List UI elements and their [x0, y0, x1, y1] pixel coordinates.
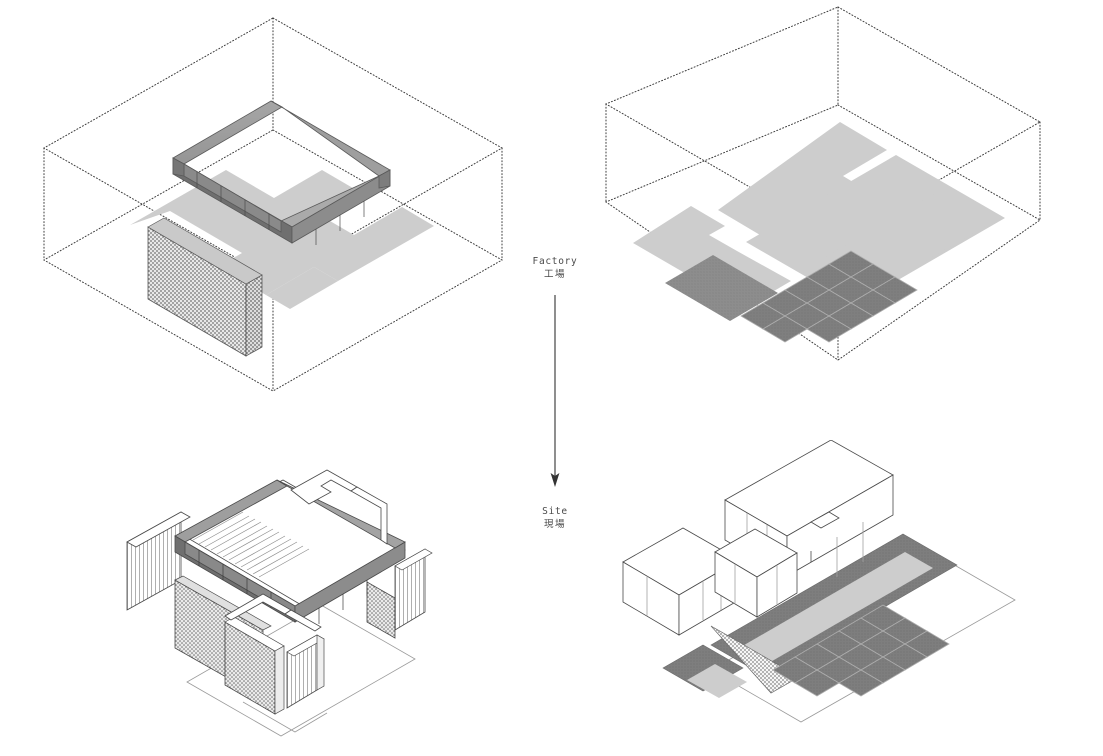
ribbed-cladding-panel-front: [286, 634, 325, 709]
factory-label-en: Factory: [532, 256, 578, 267]
dark-paving-tile-grid: [740, 250, 918, 343]
ribbed-cladding-panel-right: [394, 548, 433, 631]
panel-top-right: [604, 6, 1042, 361]
grey-ring-beam: [174, 479, 406, 624]
stippled-concrete-wall-right: [366, 581, 396, 639]
site-label-en: Site: [542, 506, 568, 517]
dark-entry-pad: [662, 644, 747, 698]
stippled-wall-panel: [147, 217, 263, 357]
site-label: Site 現場: [542, 505, 568, 531]
panel-bottom-right: [622, 440, 1016, 723]
downward-arrow-icon: [550, 295, 560, 487]
panel-bottom-left: [126, 469, 433, 737]
panel-top-left: [42, 17, 504, 392]
site-outline: [186, 604, 416, 737]
stippled-concrete-wall-centre: [224, 616, 285, 715]
flow-arrow: [547, 295, 563, 493]
wireframe-volumes: [622, 440, 894, 636]
factory-label-jp: 工場: [543, 269, 566, 280]
factory-label: Factory 工場: [533, 255, 578, 281]
dark-paving-tile-grid: [772, 604, 950, 697]
mid-grey-strip: [665, 255, 778, 321]
site-label-jp: 現場: [543, 519, 566, 530]
parapet-edges: [224, 469, 388, 632]
grey-ring-beam: [172, 100, 391, 245]
ribbed-cladding-panel-left: [126, 511, 191, 611]
